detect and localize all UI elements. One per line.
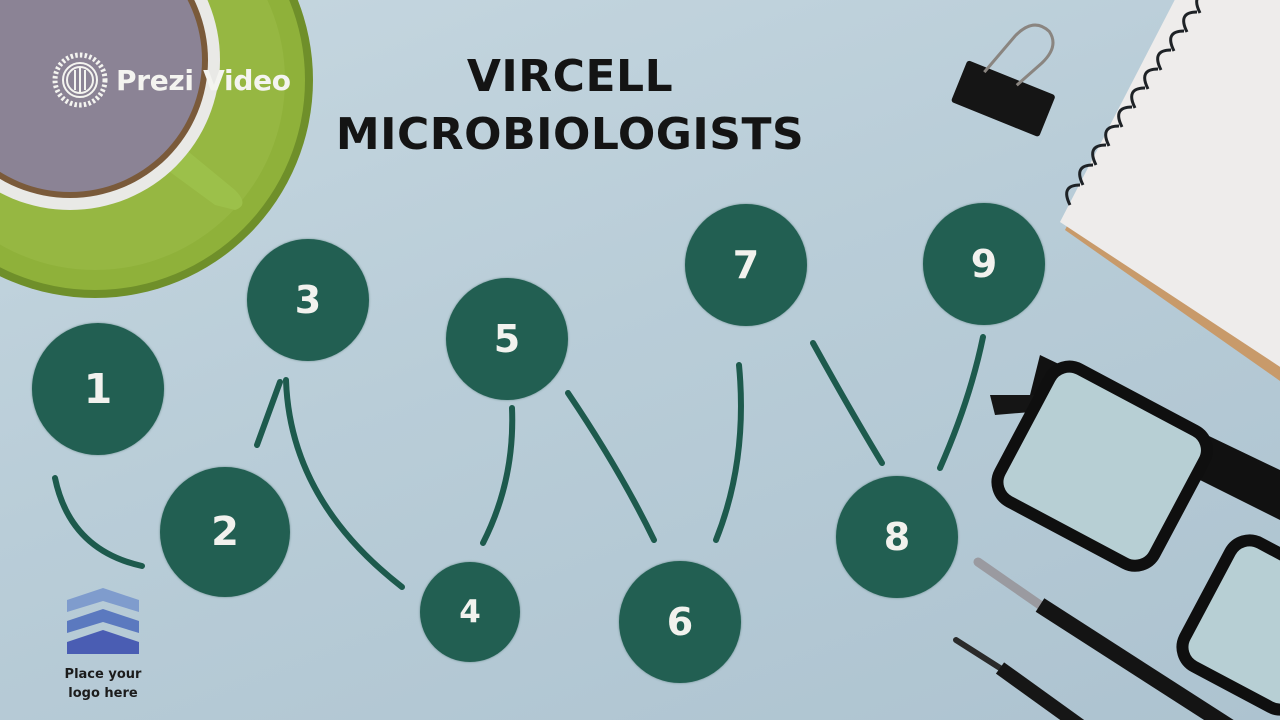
node-7[interactable]: 7 xyxy=(685,204,807,326)
title-line-2: MICROBIOLOGISTS xyxy=(335,109,805,160)
node-label: 7 xyxy=(732,243,760,287)
chevron-stack-icon xyxy=(67,588,139,654)
node-label: 4 xyxy=(459,594,481,630)
eyeglasses-image xyxy=(990,355,1280,716)
page-title: VIRCELL MICROBIOLOGISTS xyxy=(320,48,820,164)
node-label: 2 xyxy=(211,509,239,555)
binder-clip-image xyxy=(951,23,1055,137)
brand-name: Prezi Video xyxy=(116,63,291,97)
prezi-video-brand: Prezi Video xyxy=(52,52,291,108)
node-8[interactable]: 8 xyxy=(836,476,958,598)
node-label: 5 xyxy=(493,317,521,361)
node-connectors xyxy=(52,334,986,590)
prezi-logo-icon xyxy=(52,52,108,108)
pencil-image xyxy=(953,637,1085,720)
pen-image xyxy=(973,557,1234,720)
node-label: 8 xyxy=(883,515,911,559)
coffee-cup-image xyxy=(0,0,313,298)
title-line-1: VIRCELL xyxy=(466,51,674,102)
node-5[interactable]: 5 xyxy=(446,278,568,400)
node-label: 1 xyxy=(83,365,113,413)
logo-text-line-2: logo here xyxy=(68,686,138,701)
notebook-image xyxy=(1060,0,1280,381)
node-3[interactable]: 3 xyxy=(247,239,369,361)
node-label: 3 xyxy=(294,278,322,322)
node-1[interactable]: 1 xyxy=(32,323,164,455)
node-label: 6 xyxy=(666,600,694,644)
node-6[interactable]: 6 xyxy=(619,561,741,683)
logo-text-line-1: Place your xyxy=(64,667,142,682)
node-label: 9 xyxy=(970,242,998,286)
node-2[interactable]: 2 xyxy=(160,467,290,597)
node-9[interactable]: 9 xyxy=(923,203,1045,325)
node-4[interactable]: 4 xyxy=(420,562,520,662)
logo-placeholder[interactable]: Place your logo here xyxy=(58,588,148,703)
